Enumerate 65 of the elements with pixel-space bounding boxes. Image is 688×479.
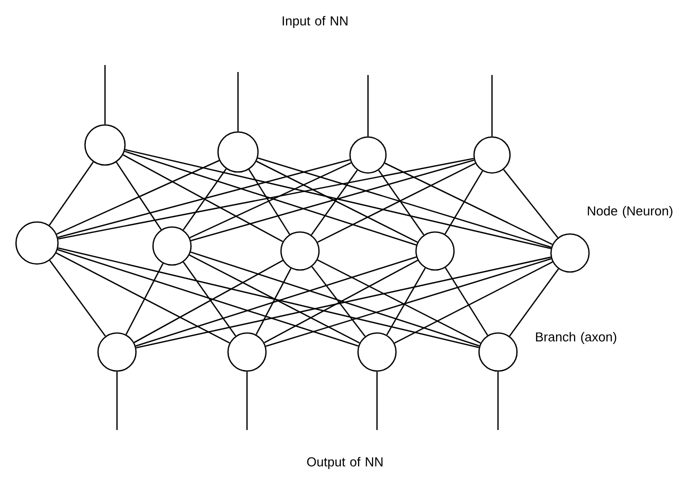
branch-line: [317, 259, 481, 344]
branch-line: [256, 160, 418, 243]
branch-line: [378, 170, 424, 236]
branch-line: [386, 268, 426, 336]
branch-line: [503, 169, 558, 238]
output-line: [246, 372, 248, 430]
input-line: [491, 75, 493, 136]
branch-line: [310, 170, 358, 236]
input-line: [104, 65, 106, 124]
branch-line: [189, 254, 360, 344]
label-text: Branch (axon): [536, 332, 616, 344]
branch-line: [384, 162, 553, 245]
branch-line: [58, 159, 350, 238]
branch-line: [57, 248, 358, 347]
branch-line: [125, 263, 164, 335]
branch-line: [49, 260, 106, 337]
neuron-circle: [280, 231, 320, 271]
branch-line: [136, 256, 551, 348]
branch-line: [136, 256, 416, 347]
output-line: [497, 372, 499, 430]
neuron-circle: [550, 233, 590, 273]
branch-line: [444, 267, 488, 336]
neuron-circle: [15, 221, 59, 265]
neuron-circle: [415, 231, 455, 271]
branch-line: [124, 150, 416, 246]
output-line: [376, 372, 378, 430]
branch-line: [317, 162, 476, 243]
neuron-circle: [84, 124, 126, 166]
neuron-circle: [97, 332, 137, 372]
neuron-circle: [349, 136, 387, 174]
branch-line: [248, 169, 290, 235]
label-text: Input of NN: [282, 16, 348, 28]
branch-line: [266, 258, 552, 347]
branch-line: [58, 158, 474, 240]
neuron-circle: [217, 131, 259, 173]
neuron-circle: [478, 332, 518, 372]
branch-line: [190, 159, 474, 242]
branch-line: [182, 168, 227, 230]
branch-line: [58, 247, 480, 348]
branch-line: [182, 262, 236, 336]
branch-line: [258, 157, 552, 248]
branch-line: [48, 162, 94, 226]
branch-line: [444, 170, 484, 234]
label-text: Output of NN: [307, 456, 382, 470]
input-line: [237, 72, 239, 132]
branch-line: [56, 160, 220, 235]
branch-line: [190, 251, 480, 347]
branch-line: [311, 266, 366, 337]
branch-line: [116, 162, 162, 230]
branch-line: [124, 149, 552, 250]
label-text: Node (Neuron): [588, 206, 672, 218]
neuron-circle: [152, 226, 192, 266]
branch-line: [122, 154, 284, 242]
neuron-circle: [357, 332, 397, 372]
branch-line: [56, 252, 230, 344]
branch-line: [264, 260, 418, 344]
input-line: [367, 75, 369, 136]
output-line: [116, 372, 118, 430]
neuron-circle: [227, 332, 267, 372]
branch-line: [394, 261, 553, 344]
neuron-circle: [473, 136, 511, 174]
branch-line: [509, 268, 559, 336]
branch-line: [134, 260, 284, 344]
branch-line: [190, 162, 352, 238]
branch-line: [256, 268, 292, 335]
